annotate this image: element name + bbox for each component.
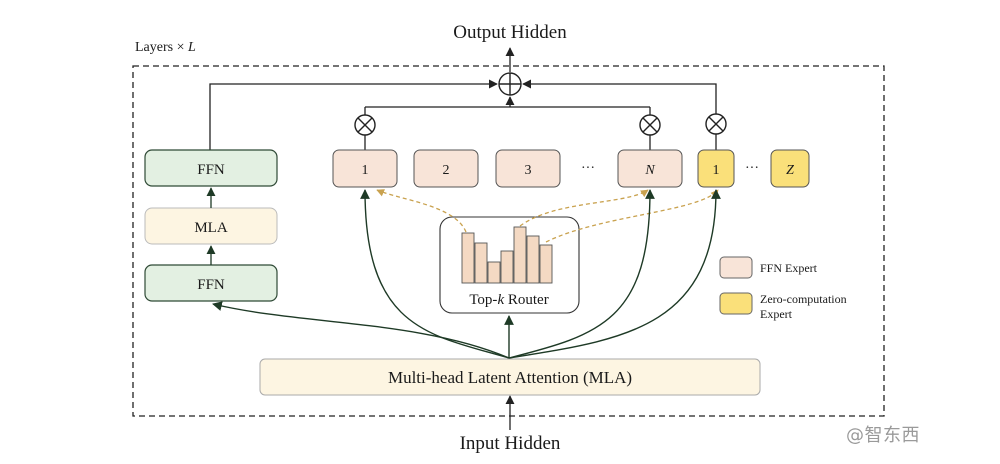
legend-label-zero: Zero-computation (760, 292, 847, 306)
legend: FFN Expert Zero-computation Expert (719, 256, 847, 321)
layers-label-text: Layers × (135, 40, 188, 55)
multiply-node-expert-n (639, 114, 661, 136)
svg-text:N: N (644, 163, 655, 178)
svg-text:2: 2 (443, 163, 450, 178)
ffn-expert-1: 1 (332, 149, 398, 188)
ffn-expert-ellipsis: ··· (581, 161, 595, 176)
zero-expert-ellipsis: ··· (745, 161, 759, 176)
ffn-expert-2: 2 (413, 149, 479, 188)
residual-path (209, 79, 498, 150)
output-hidden-title: Output Hidden (453, 22, 567, 43)
legend-swatch-ffn (719, 256, 753, 279)
ffn-expert-3: 3 (495, 149, 561, 188)
sum-node (498, 72, 522, 96)
svg-text:Z: Z (786, 163, 794, 178)
zero-to-sum (522, 79, 717, 114)
left-ffn-top: FFN (144, 149, 278, 187)
multiply-node-zero-1 (705, 113, 727, 135)
routing-dashed-arrows (376, 189, 719, 243)
left-ffn-bottom: FFN (144, 264, 278, 302)
top-k-router: Top-k Router (439, 216, 580, 314)
zero-expert-z: Z (770, 149, 810, 188)
router-histogram (461, 226, 553, 284)
svg-text:3: 3 (525, 163, 532, 178)
ffn-expert-n: N (617, 149, 683, 188)
svg-text:1: 1 (713, 163, 720, 178)
watermark: @智东西 (846, 425, 920, 446)
legend-swatch-zero (719, 292, 753, 315)
layers-label: Layers × L (135, 40, 196, 55)
dispatch-curves (212, 189, 721, 359)
router-label: Top-k Router (469, 292, 548, 308)
input-hidden-title: Input Hidden (460, 433, 561, 454)
svg-text:1: 1 (362, 163, 369, 178)
layers-label-var: L (187, 40, 196, 55)
layer-container (132, 65, 885, 417)
mla-bar: Multi-head Latent Attention (MLA) (259, 358, 761, 396)
zero-expert-1: 1 (697, 149, 735, 188)
svg-text:FFN: FFN (197, 162, 225, 178)
svg-text:FFN: FFN (197, 277, 225, 293)
legend-label-zero-line2: Expert (760, 307, 793, 321)
multiply-node-expert-1 (354, 114, 376, 136)
svg-text:Multi-head Latent Attention (M: Multi-head Latent Attention (MLA) (388, 368, 632, 387)
svg-text:MLA: MLA (194, 220, 228, 236)
legend-label-ffn: FFN Expert (760, 261, 818, 275)
left-mla: MLA (144, 207, 278, 245)
